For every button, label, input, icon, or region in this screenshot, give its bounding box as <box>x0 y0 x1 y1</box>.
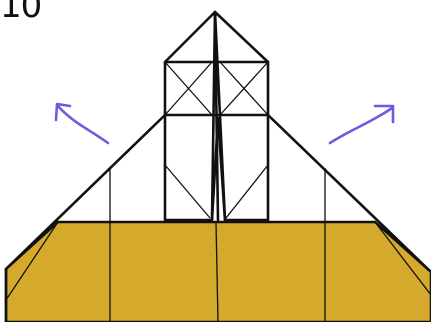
paper-colored-band <box>6 222 431 322</box>
curved-arrow-up-left-icon <box>56 104 108 143</box>
center-tower <box>165 12 268 220</box>
curved-arrow-up-right-icon <box>330 106 393 143</box>
